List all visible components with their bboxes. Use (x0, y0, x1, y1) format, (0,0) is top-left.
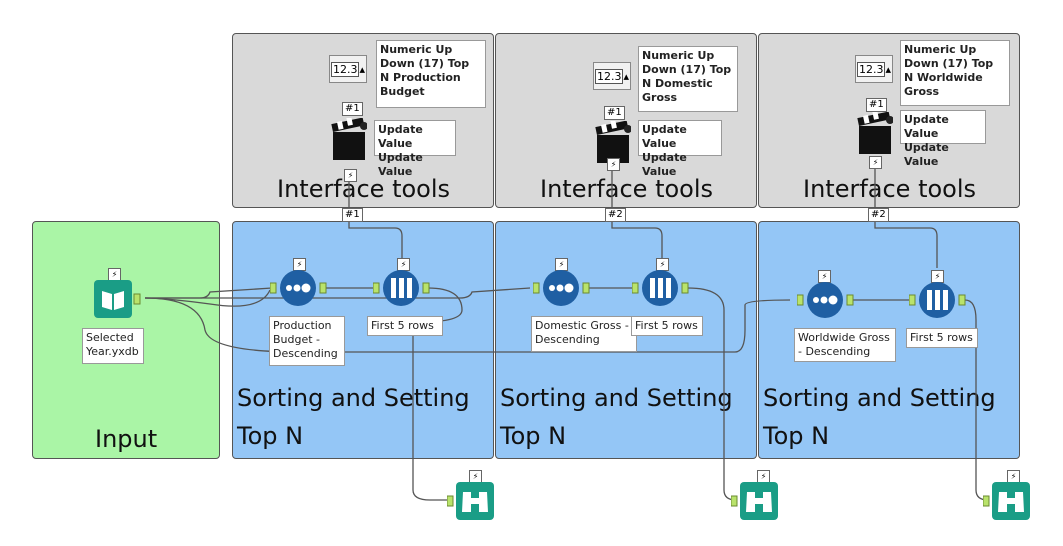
numeric-tool-label: Numeric Up Down (17) Top N Domestic Gros… (638, 46, 738, 112)
input-tool-label: Selected Year.yxdb (82, 328, 144, 364)
sort-tool-label: Domestic Gross - Descending (531, 316, 637, 352)
bolt-icon: ⚡ (344, 169, 357, 182)
bolt-icon: ⚡ (555, 258, 568, 271)
input-container-title: Input (95, 425, 158, 453)
sample-icon[interactable] (373, 268, 433, 308)
sample-tool-label: First 5 rows (906, 328, 978, 348)
sorting-title-line2: Top N (500, 422, 567, 450)
connection-tag: #2 (605, 208, 626, 222)
interface-container-title: Interface tools (803, 175, 977, 203)
question-index-tag: #1 (866, 98, 887, 112)
sorting-container-1[interactable]: Sorting and Setting Top N (232, 221, 494, 459)
sorting-title-line1: Sorting and Setting (763, 384, 996, 412)
sample-icon[interactable] (632, 268, 692, 308)
numeric-tool-label: Numeric Up Down (17) Top N Worldwide Gro… (900, 40, 1010, 106)
question-index-tag: #1 (604, 106, 625, 120)
sorting-title-line1: Sorting and Setting (500, 384, 733, 412)
sorting-title-line2: Top N (237, 422, 304, 450)
connection-tag: #2 (868, 208, 889, 222)
sort-icon[interactable] (797, 280, 857, 320)
sorting-title-line1: Sorting and Setting (237, 384, 470, 412)
binoculars-icon[interactable] (447, 482, 495, 522)
question-index-tag: #1 (342, 102, 363, 116)
connection-tag: #1 (342, 208, 363, 222)
sample-tool-label: First 5 rows (367, 316, 443, 336)
sample-icon[interactable] (909, 280, 969, 320)
binoculars-icon[interactable] (983, 482, 1031, 522)
interface-container-title: Interface tools (277, 175, 451, 203)
sort-icon[interactable] (533, 268, 593, 308)
binoculars-icon[interactable] (731, 482, 779, 522)
bolt-icon: ⚡ (607, 158, 620, 171)
clapperboard-icon[interactable] (331, 118, 367, 162)
numeric-up-down-tool[interactable]: 12.3▴ (593, 62, 631, 90)
sort-tool-label: Worldwide Gross - Descending (794, 328, 896, 362)
clapperboard-icon[interactable] (857, 112, 893, 156)
numeric-tool-label: Numeric Up Down (17) Top N Production Bu… (376, 40, 486, 108)
numeric-up-down-tool[interactable]: 12.3▴ (855, 55, 893, 83)
sort-tool-label: Production Budget - Descending (269, 316, 345, 366)
sample-tool-label: First 5 rows (631, 316, 703, 336)
book-icon[interactable] (94, 280, 144, 320)
interface-container-title: Interface tools (540, 175, 714, 203)
numeric-up-down-tool[interactable]: 12.3▴ (329, 55, 367, 83)
bolt-icon: ⚡ (869, 156, 882, 169)
sort-icon[interactable] (270, 268, 330, 308)
sorting-title-line2: Top N (763, 422, 830, 450)
